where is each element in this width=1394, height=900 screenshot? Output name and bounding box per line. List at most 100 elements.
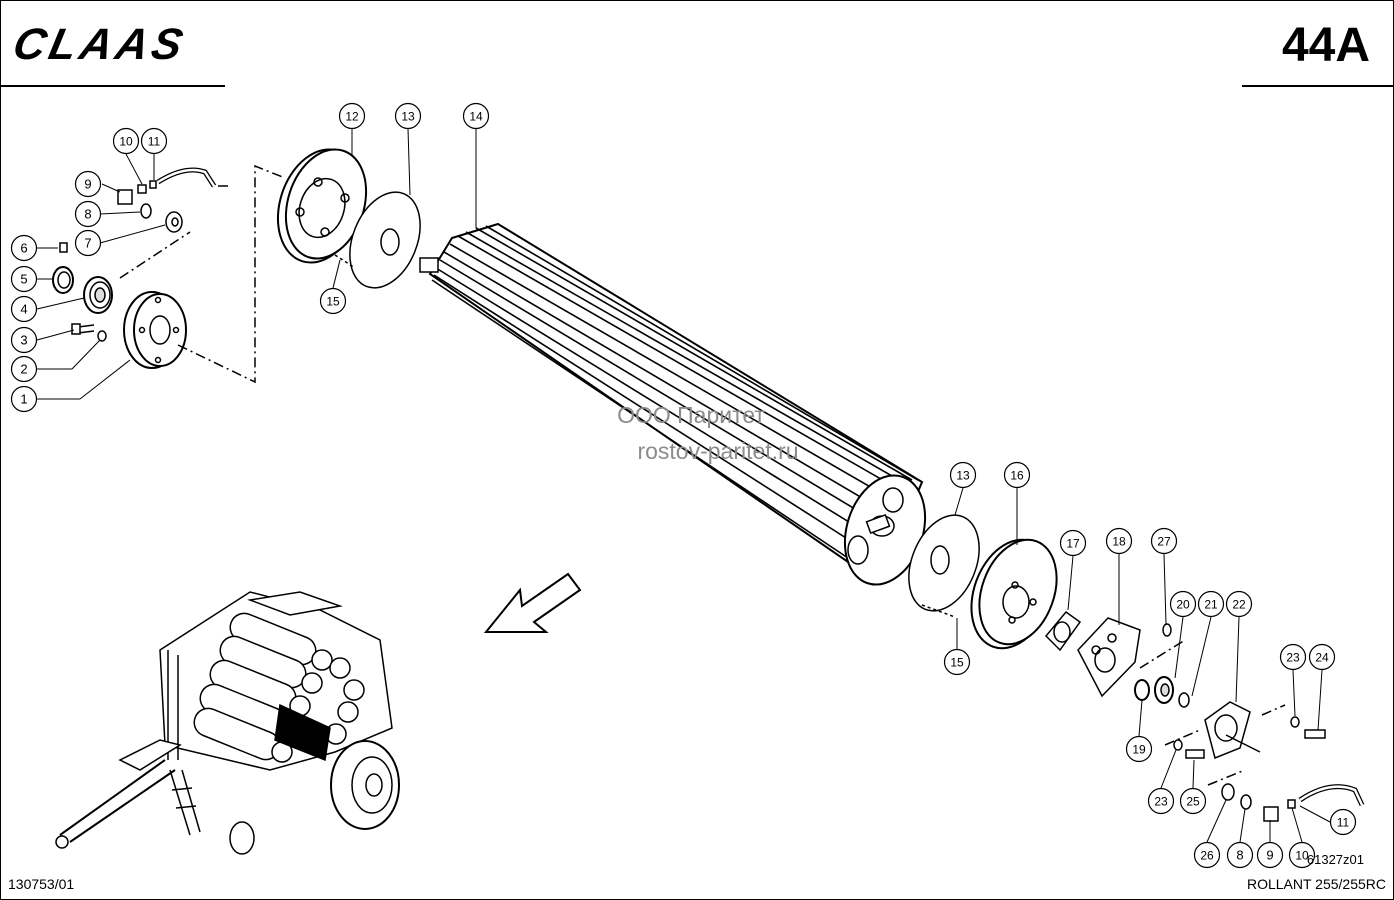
callout-circle — [1197, 590, 1225, 618]
callout-label: 13 — [956, 469, 970, 483]
callout-circle — [74, 200, 102, 228]
callout-c15b: 15 — [943, 648, 971, 676]
callout-circle — [1150, 527, 1178, 555]
callout-c8b: 8 — [1226, 841, 1254, 869]
callout-circle — [1125, 735, 1153, 763]
callout-c18: 18 — [1105, 527, 1133, 555]
callout-circle — [140, 127, 168, 155]
right-end-discs — [908, 514, 1365, 822]
callout-circle — [112, 127, 140, 155]
callout-circle — [949, 461, 977, 489]
callout-label: 9 — [84, 177, 91, 192]
callout-c17: 17 — [1059, 529, 1087, 557]
callout-label: 3 — [20, 333, 27, 348]
callout-label: 5 — [20, 272, 27, 287]
callout-label: 4 — [20, 302, 27, 317]
document-number: 130753/01 — [8, 876, 75, 892]
callout-label: 17 — [1066, 537, 1080, 551]
callout-c23b: 23 — [1147, 787, 1175, 815]
callout-circle — [74, 229, 102, 257]
callout-c14: 14 — [462, 102, 490, 130]
callout-circle — [1179, 787, 1207, 815]
callout-c6: 6 — [10, 234, 38, 262]
callout-label: 23 — [1286, 651, 1300, 665]
callout-circle — [10, 385, 38, 413]
callout-circle — [10, 326, 38, 354]
watermark-website: rostov-paritet.ru — [637, 438, 799, 464]
baler-overview-illustration — [55, 591, 400, 855]
left-bearing-assembly — [52, 164, 286, 384]
callout-circle — [1147, 787, 1175, 815]
callout-c10a: 10 — [112, 127, 140, 155]
callout-c4: 4 — [10, 295, 38, 323]
callout-circle — [1329, 808, 1357, 836]
callout-circle — [74, 170, 102, 198]
callout-label: 8 — [1236, 848, 1243, 863]
callout-label: 27 — [1157, 535, 1171, 549]
callout-c10b: 10 — [1288, 841, 1316, 869]
callout-c13b: 13 — [949, 461, 977, 489]
callout-label: 25 — [1186, 795, 1200, 809]
callout-label: 24 — [1315, 651, 1329, 665]
callout-circle — [1193, 841, 1221, 869]
model-name: ROLLANT 255/255RC — [1246, 876, 1386, 892]
callout-c11a: 11 — [140, 127, 168, 155]
callout-label: 16 — [1010, 469, 1024, 483]
callout-label: 6 — [20, 241, 27, 256]
callout-label: 9 — [1266, 848, 1273, 863]
callout-c26: 26 — [1193, 841, 1221, 869]
callout-label: 2 — [20, 362, 27, 377]
callout-circle — [1105, 527, 1133, 555]
callout-label: 13 — [401, 110, 415, 124]
callout-circle — [319, 287, 347, 315]
callout-c20: 20 — [1169, 590, 1197, 618]
callout-label: 10 — [119, 135, 133, 149]
drawing-number: 61327z01 — [1306, 852, 1364, 867]
callout-c9b: 9 — [1256, 841, 1284, 869]
callout-circle — [1308, 643, 1336, 671]
watermark-company: ООО Паритет — [617, 402, 765, 428]
callout-circle — [1059, 529, 1087, 557]
callout-circle — [1169, 590, 1197, 618]
callout-c19: 19 — [1125, 735, 1153, 763]
page-number: 44A — [1281, 19, 1370, 72]
callout-circle — [394, 102, 422, 130]
callout-c25: 25 — [1179, 787, 1207, 815]
callout-label: 11 — [148, 135, 161, 149]
callout-label: 21 — [1204, 598, 1218, 612]
callout-circle — [10, 295, 38, 323]
callout-circle — [1288, 841, 1316, 869]
callout-label: 19 — [1132, 743, 1146, 757]
callout-circle — [1256, 841, 1284, 869]
callout-label: 11 — [1337, 816, 1350, 830]
callout-c3: 3 — [10, 326, 38, 354]
upper-end-discs — [276, 148, 421, 289]
direction-arrow-icon — [483, 572, 582, 633]
callout-c11b: 11 — [1329, 808, 1357, 836]
callout-circle — [10, 265, 38, 293]
callout-circle — [1279, 643, 1307, 671]
callout-label: 22 — [1232, 598, 1246, 612]
callout-label: 8 — [84, 207, 91, 222]
callout-circle — [1003, 461, 1031, 489]
callout-label: 10 — [1295, 849, 1309, 863]
callout-label: 1 — [20, 392, 27, 407]
callout-label: 14 — [469, 110, 483, 124]
callout-c1: 1 — [10, 385, 38, 413]
callout-c12: 12 — [338, 102, 366, 130]
callout-c9a: 9 — [74, 170, 102, 198]
callout-circle — [1225, 590, 1253, 618]
callout-label: 26 — [1200, 849, 1214, 863]
callout-circle — [338, 102, 366, 130]
callout-leaders — [36, 128, 1331, 843]
callout-label: 23 — [1154, 795, 1168, 809]
callout-c22: 22 — [1225, 590, 1253, 618]
callout-label: 12 — [345, 110, 359, 124]
callout-c24: 24 — [1308, 643, 1336, 671]
callout-c16: 16 — [1003, 461, 1031, 489]
callout-label: 15 — [950, 656, 964, 670]
callout-c23a: 23 — [1279, 643, 1307, 671]
callout-c8a: 8 — [74, 200, 102, 228]
